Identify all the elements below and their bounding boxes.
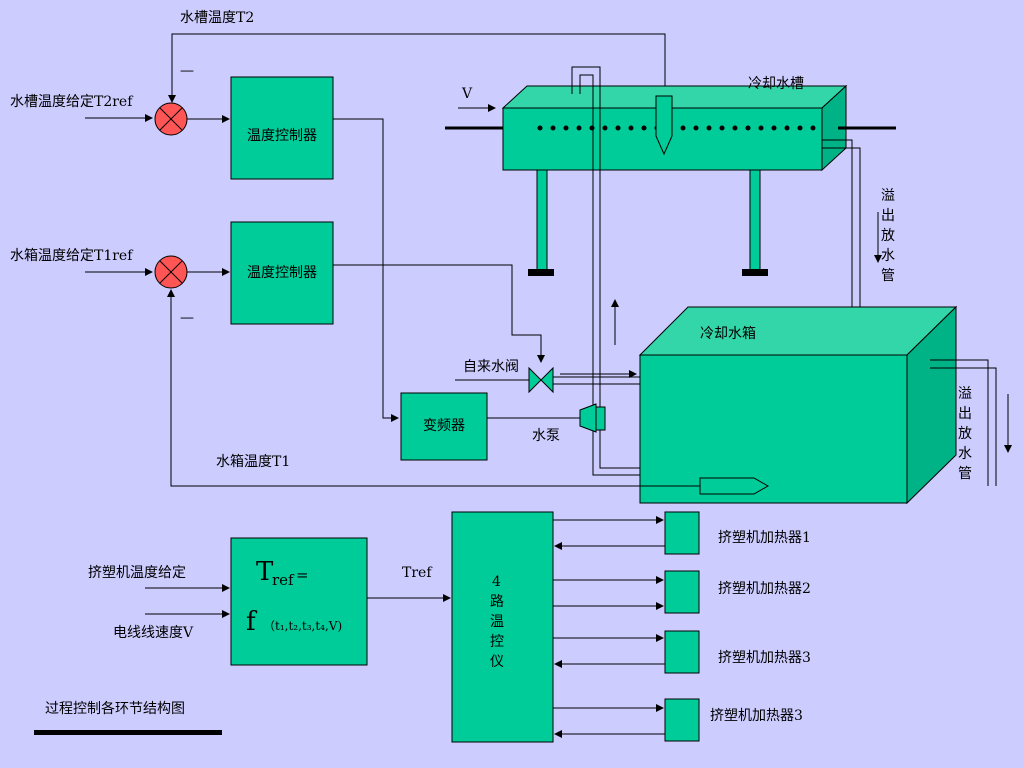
svg-text:=: = (296, 566, 309, 584)
controller1-to-vfd (333, 118, 399, 422)
svg-text:溢: 溢 (958, 386, 972, 402)
label-cooling-box: 冷却水箱 (700, 326, 756, 342)
controller-1-label: 温度控制器 (247, 128, 317, 144)
svg-text:管: 管 (881, 268, 895, 284)
label-heater-4: 挤塑机加热器3 (710, 708, 803, 724)
svg-text:水: 水 (881, 248, 895, 264)
controller-2-block (230, 221, 334, 325)
controller2-to-valve (333, 264, 545, 363)
tref-formula: T ref = f （t₁,t₂,t₃,t₄,V) (246, 557, 342, 637)
label-box-setpoint: 水箱温度给定T1ref (10, 248, 134, 264)
label-wire-speed: 电线线速度V (113, 625, 194, 641)
svg-text:出: 出 (881, 208, 895, 224)
svg-text:4: 4 (492, 574, 501, 590)
label-extruder-setpoint: 挤塑机温度给定 (88, 565, 186, 581)
label-overflow-pipe-1: 溢 出 放 水 管 (881, 188, 895, 284)
cooling-trough (501, 84, 848, 172)
svg-text:（t₁,t₂,t₃,t₄,V): （t₁,t₂,t₃,t₄,V) (263, 619, 342, 633)
label-water-inlet-v: V (461, 86, 473, 102)
svg-text:仪: 仪 (490, 654, 504, 670)
label-heater-2: 挤塑机加热器2 (718, 581, 811, 597)
heater-2 (553, 570, 700, 614)
vfd-label: 变频器 (423, 418, 465, 434)
diagram-caption: 过程控制各环节结构图 (45, 701, 185, 717)
pump-to-trough-pipe-outer (571, 66, 640, 469)
svg-text:f: f (246, 607, 258, 637)
caption-underline (34, 730, 222, 735)
svg-text:路: 路 (490, 594, 504, 610)
svg-text:控: 控 (490, 634, 504, 650)
heater-4 (553, 698, 700, 742)
svg-text:放: 放 (958, 426, 972, 442)
heater-1 (553, 511, 700, 555)
svg-text:ref: ref (272, 571, 295, 589)
feedback-t1-line (167, 289, 700, 487)
feedback-t2-line (168, 33, 666, 103)
svg-text:放: 放 (881, 228, 895, 244)
svg-text:水: 水 (958, 446, 972, 462)
label-heater-1: 挤塑机加热器1 (718, 530, 811, 546)
label-tap-valve: 自来水阀 (463, 359, 519, 375)
tref-function-block (230, 537, 368, 666)
pump-to-trough-pipe-inner (579, 74, 640, 476)
svg-text:出: 出 (958, 406, 972, 422)
svg-text:温: 温 (490, 614, 504, 630)
minus-sign-bottom: — (180, 310, 194, 326)
label-box-temp-t1: 水箱温度T1 (216, 454, 290, 470)
heater-3 (553, 630, 700, 674)
label-pump: 水泵 (532, 428, 560, 444)
box-temp-sensor (699, 477, 770, 495)
svg-text:溢: 溢 (881, 188, 895, 204)
label-tank-temp-t2: 水槽温度T2 (180, 10, 254, 26)
label-cooling-trough: 冷却水槽 (748, 76, 804, 92)
pump-icon (579, 403, 606, 433)
trough-overflow-pipe-outer (822, 139, 853, 325)
cooling-box (638, 305, 958, 505)
label-tank-setpoint: 水槽温度给定T2ref (10, 94, 134, 110)
tap-valve-icon (528, 366, 554, 394)
label-heater-3: 挤塑机加热器3 (718, 650, 811, 666)
controller-2-label: 温度控制器 (247, 265, 317, 281)
four-way-controller-block (451, 511, 554, 743)
minus-sign-top: — (180, 63, 194, 79)
vfd-block (400, 392, 488, 461)
summing-junction-2 (154, 255, 188, 289)
trough-overflow-pipe-inner (822, 147, 861, 325)
summing-junction-1 (154, 102, 188, 136)
svg-text:管: 管 (958, 466, 972, 482)
trough-temp-sensor (655, 95, 673, 156)
svg-text:T: T (256, 557, 274, 587)
four-way-controller-label: 4 路 温 控 仪 (490, 574, 504, 670)
box-overflow-pipe-inner (930, 367, 997, 486)
box-overflow-pipe-outer (930, 359, 989, 486)
label-overflow-pipe-2: 溢 出 放 水 管 (958, 386, 972, 482)
label-tref: Tref (402, 565, 433, 581)
controller-1-block (230, 76, 334, 180)
trough-legs (528, 169, 768, 276)
